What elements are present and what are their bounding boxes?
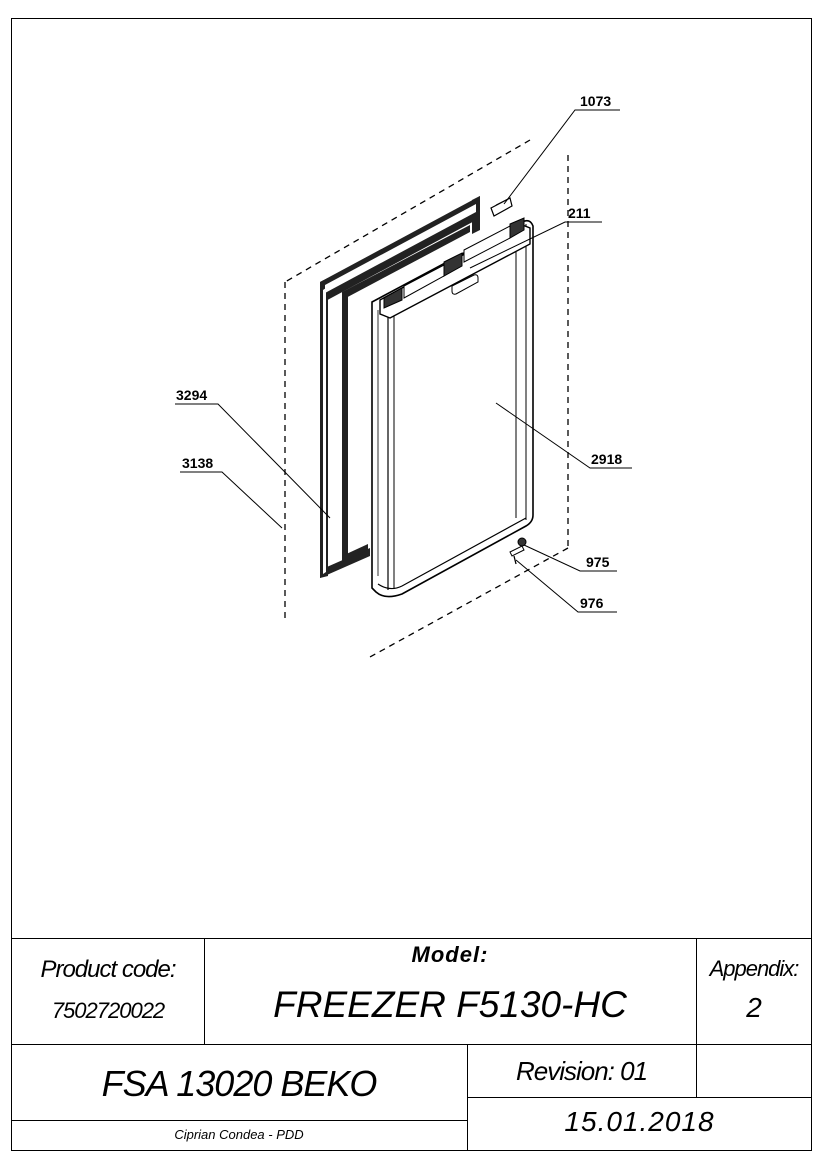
assembly-guide-lines <box>284 139 569 658</box>
callout-3294: 3294 <box>176 387 207 403</box>
title-block-divider-2 <box>11 1120 467 1121</box>
door-top-cap <box>379 217 531 319</box>
author: Ciprian Condea - PDD <box>174 1127 304 1142</box>
title-block-divider-6 <box>467 1044 468 1151</box>
callout-labels: 1073 211 3294 3138 2918 975 976 <box>176 93 623 613</box>
title-block-divider-1 <box>11 1044 812 1045</box>
callout-976: 976 <box>580 595 604 611</box>
revision: Revision: 01 <box>515 1056 648 1086</box>
appendix-value: 2 <box>746 992 762 1023</box>
callout-3138: 3138 <box>182 455 213 471</box>
part-1073 <box>490 197 513 217</box>
callout-975: 975 <box>586 554 610 570</box>
callout-2918: 2918 <box>591 451 622 467</box>
appendix-label: Appendix: <box>709 956 800 981</box>
callout-1073: 1073 <box>580 93 611 109</box>
model-value: FREEZER F5130-HC <box>273 984 627 1025</box>
guide-line-bottom <box>369 547 569 658</box>
title-block-divider-3 <box>467 1097 812 1098</box>
door-gasket <box>320 196 480 578</box>
title-block-divider-5 <box>696 938 697 1097</box>
product-code-value: 7502720022 <box>51 998 165 1023</box>
title-block-divider-4 <box>204 938 205 1044</box>
product-name: FSA 13020 BEKO <box>101 1063 378 1104</box>
guide-line-top <box>284 139 531 283</box>
freezer-door <box>371 217 534 598</box>
callout-211: 211 <box>568 205 591 221</box>
product-code-label: Product code: <box>40 956 176 983</box>
hinge-parts <box>509 537 527 565</box>
model-label: Model: <box>411 942 489 967</box>
revision-date: 15.01.2018 <box>564 1106 715 1137</box>
